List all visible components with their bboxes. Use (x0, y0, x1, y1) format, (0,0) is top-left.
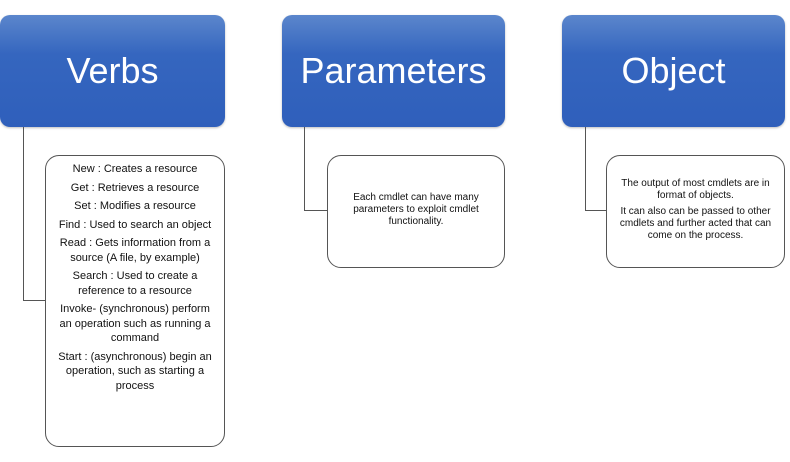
verbs-connector-horizontal (23, 300, 45, 301)
parameters-connector-vertical (304, 127, 305, 211)
verb-item: Search : Used to create a reference to a… (72, 270, 198, 297)
verbs-details-box: New : Creates a resource Get : Retrieves… (45, 155, 225, 447)
object-text: The output of most cmdlets are in format… (621, 177, 770, 201)
verbs-connector-vertical (23, 127, 24, 300)
verbs-header: Verbs (0, 15, 225, 127)
verb-item: Set : Modifies a resource (74, 200, 196, 212)
verb-item: Find : Used to search an object (58, 218, 212, 231)
parameters-header: Parameters (282, 15, 505, 127)
verb-item: Read : Gets information from a source (A… (59, 237, 211, 264)
parameters-details-box: Each cmdlet can have many parameters to … (327, 155, 505, 268)
verb-item: Start : (asynchronous) begin an operatio… (58, 350, 212, 392)
object-header: Object (562, 15, 785, 127)
object-connector-horizontal (585, 210, 606, 211)
object-details-box: The output of most cmdlets are in format… (606, 155, 785, 268)
verb-item: Invoke- (synchronous) perform an operati… (59, 303, 211, 344)
verb-item: Get : Retrieves a resource (70, 181, 200, 194)
object-connector-vertical (585, 127, 586, 211)
parameters-connector-horizontal (304, 210, 327, 211)
object-text: It can also can be passed to other cmdle… (619, 205, 772, 241)
verb-item: New : Creates a resource (72, 163, 198, 175)
parameters-text: Each cmdlet can have many parameters to … (353, 191, 479, 227)
